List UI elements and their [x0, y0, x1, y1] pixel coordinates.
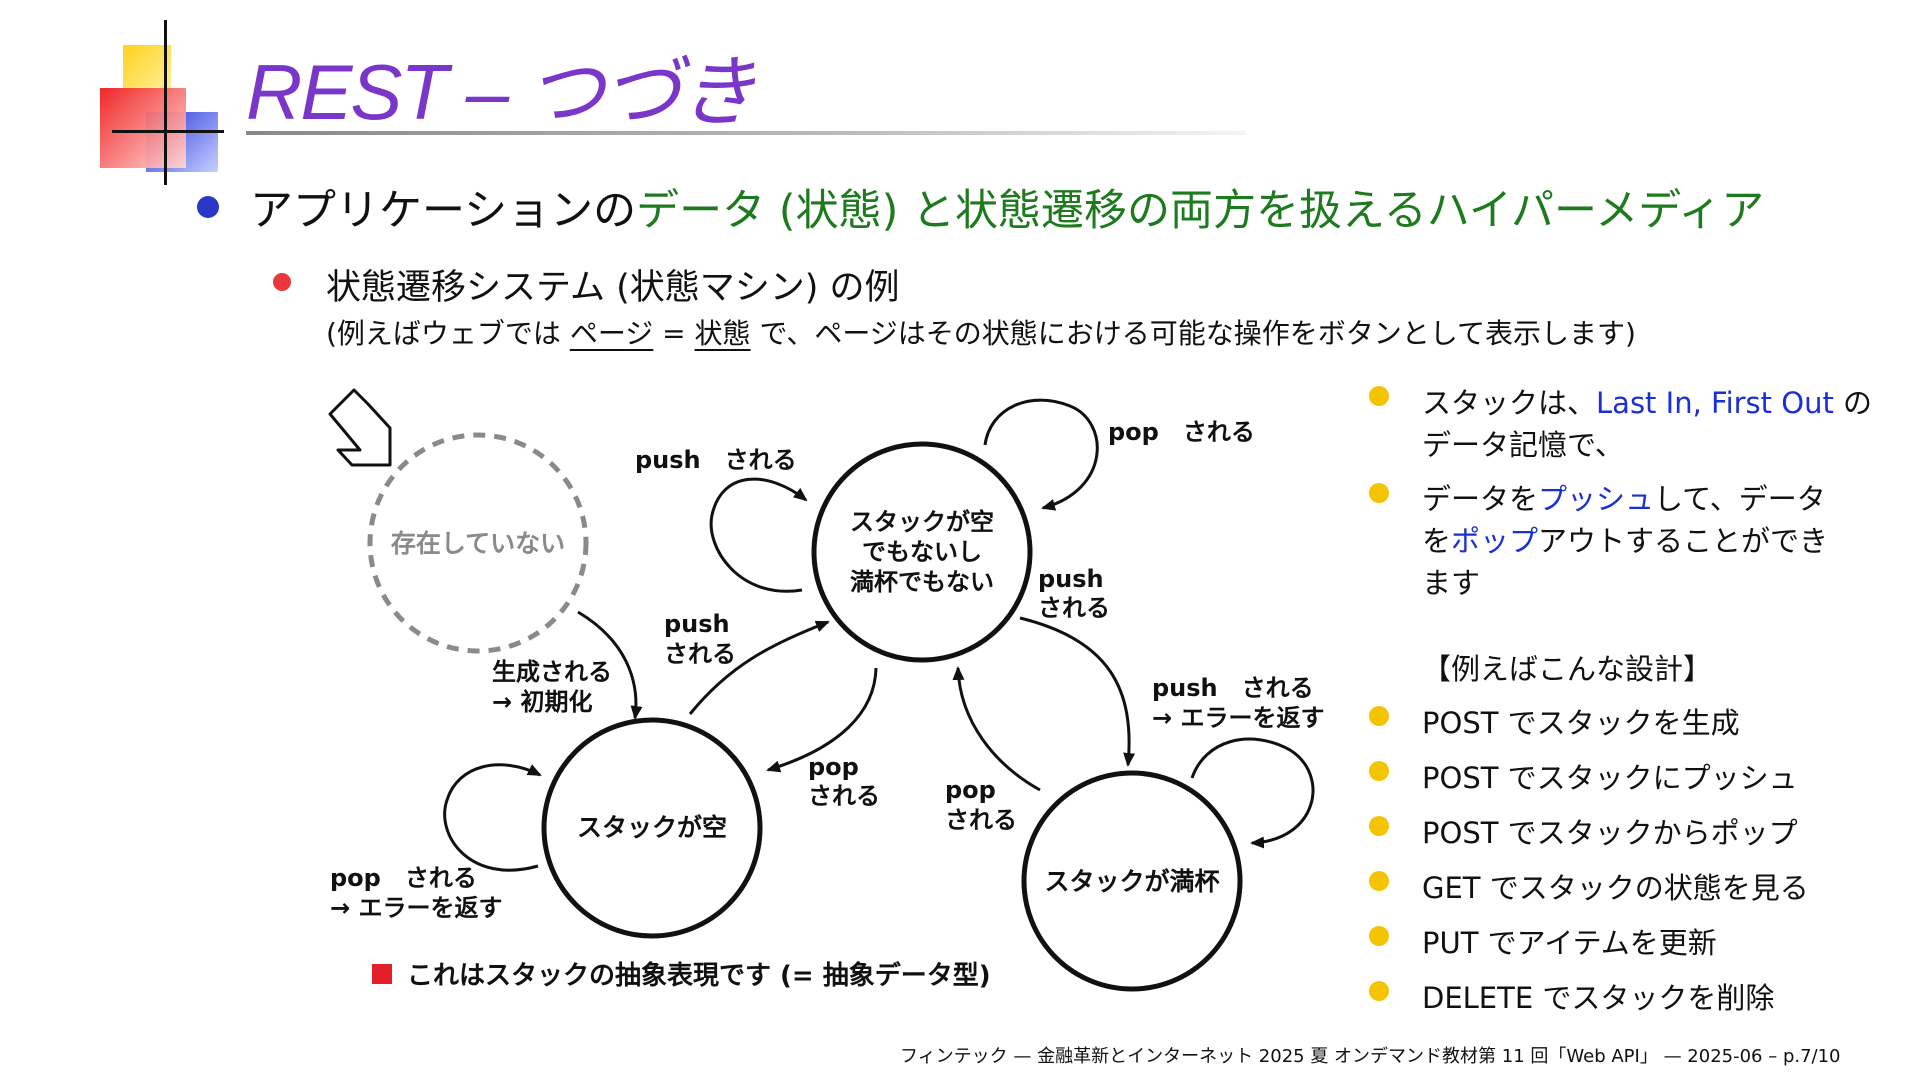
right-bullet-dot-2: [1369, 483, 1389, 503]
diagram-caption: これはスタックの抽象表現です (= 抽象データ型): [407, 960, 991, 991]
state-middle-label-1: スタックが空: [850, 508, 994, 536]
state-middle-label-2: でもないし: [862, 538, 982, 566]
lifo-intro: スタックは、: [1422, 386, 1597, 420]
example-item-3: POST でスタックからポップ: [1422, 816, 1798, 850]
lifo-term: Last In, First Out: [1596, 386, 1834, 420]
slide-logo: [98, 20, 238, 185]
example-dot-5: [1369, 926, 1389, 946]
label-pop-empty-1: pop される: [330, 864, 477, 892]
right-bullet-dot-1: [1369, 386, 1389, 406]
note-page: ページ: [569, 317, 654, 350]
label-pop-from-full-2: される: [945, 806, 1017, 834]
label-push-self-middle: push される: [635, 446, 797, 474]
label-pop-from-full-1: pop: [945, 776, 996, 804]
edge-pop-full-to-middle: [952, 666, 1041, 792]
sub-bullet-dot: [273, 273, 291, 291]
caption-square-icon: [372, 964, 392, 984]
label-pop-empty-2: → エラーを返す: [330, 894, 502, 922]
sub-bullet-heading: 状態遷移システム (状態マシン) の例: [326, 268, 900, 308]
state-full: [1021, 770, 1243, 992]
push-term: プッシュ: [1538, 482, 1655, 516]
main-bullet-dot: [197, 196, 219, 218]
push-suffix: して、データ: [1654, 482, 1826, 516]
example-item-5: PUT でアイテムを更新: [1422, 926, 1717, 960]
pop-term: ポップ: [1451, 524, 1539, 558]
edge-create: [577, 610, 643, 720]
state-nonexistent: [367, 432, 589, 654]
label-pop-self-middle: pop される: [1108, 418, 1255, 446]
example-dot-6: [1369, 981, 1389, 1001]
note-equals: =: [653, 317, 695, 350]
push-intro: データを: [1422, 482, 1539, 516]
label-push-empty-2: される: [664, 640, 736, 668]
right-bullet-2-line3: ます: [1422, 566, 1481, 600]
start-arrow-icon: [328, 388, 392, 467]
edge-push-empty-to-middle: [688, 620, 830, 715]
label-push-empty-1: push: [664, 610, 730, 638]
state-empty-label: スタックが空: [577, 813, 727, 842]
state-full-label: スタックが満杯: [1044, 867, 1219, 896]
pop-suffix: アウトすることができ: [1538, 524, 1829, 558]
example-item-4: GET でスタックの状態を見る: [1422, 871, 1809, 905]
label-push-full-1: push される: [1152, 674, 1314, 702]
right-bullet-2-line2: をポップアウトすることができ: [1422, 518, 1828, 560]
loop-push-full: [1190, 737, 1315, 849]
example-dot-2: [1369, 761, 1389, 781]
example-dot-1: [1369, 706, 1389, 726]
label-pop-to-empty-2: される: [808, 782, 880, 810]
loop-push-middle: [709, 477, 808, 593]
label-push-to-full-1: push: [1038, 565, 1104, 593]
note-suffix: で、ページはその状態における可能な操作をボタンとして表示します): [750, 317, 1636, 350]
example-dot-4: [1369, 871, 1389, 891]
edge-pop-middle-to-empty: [766, 667, 878, 773]
note-prefix: (例えばウェブでは: [326, 317, 570, 350]
example-item-2: POST でスタックにプッシュ: [1422, 761, 1798, 795]
right-bullet-1-line1: スタックは、Last In, First Out の: [1422, 380, 1872, 422]
sub-bullet-note: (例えばウェブでは ページ = 状態 で、ページはその状態における可能な操作をボ…: [326, 312, 1636, 352]
label-pop-to-empty-1: pop: [808, 753, 859, 781]
edge-push-middle-to-full: [1019, 616, 1136, 767]
label-create-1: 生成される: [492, 658, 612, 686]
pop-intro: を: [1422, 524, 1452, 558]
state-middle: [811, 441, 1033, 663]
loop-pop-empty: [443, 763, 542, 872]
example-item-6: DELETE でスタックを削除: [1422, 981, 1775, 1015]
label-create-2: → 初期化: [492, 688, 592, 716]
page-title: REST – つづき: [246, 48, 757, 136]
loop-pop-middle: [983, 398, 1099, 511]
label-push-full-2: → エラーを返す: [1152, 704, 1324, 732]
example-dot-3: [1369, 816, 1389, 836]
main-bullet-prefix: アプリケーションの: [250, 186, 637, 236]
right-bullet-1-line2: データ記憶で、: [1422, 428, 1624, 462]
example-heading: 【例えばこんな設計】: [1422, 652, 1713, 686]
note-state: 状態: [694, 317, 751, 350]
title-divider: [246, 131, 1246, 135]
state-middle-label-3: 満杯でもない: [850, 568, 994, 596]
slide-footer: フィンテック — 金融革新とインターネット 2025 夏 オンデマンド教材第 1…: [900, 1046, 1841, 1067]
lifo-suffix: の: [1833, 386, 1873, 420]
right-bullet-2-line1: データをプッシュして、データ: [1422, 476, 1826, 518]
state-nonexistent-label: 存在していない: [391, 529, 565, 558]
main-bullet-highlight: データ (状態) と状態遷移の両方を扱えるハイパーメディア: [636, 186, 1765, 236]
example-item-1: POST でスタックを生成: [1422, 706, 1740, 740]
main-bullet-text: アプリケーションのデータ (状態) と状態遷移の両方を扱えるハイパーメディア: [250, 176, 1764, 238]
state-empty: [541, 717, 763, 939]
label-push-to-full-2: される: [1038, 594, 1110, 622]
